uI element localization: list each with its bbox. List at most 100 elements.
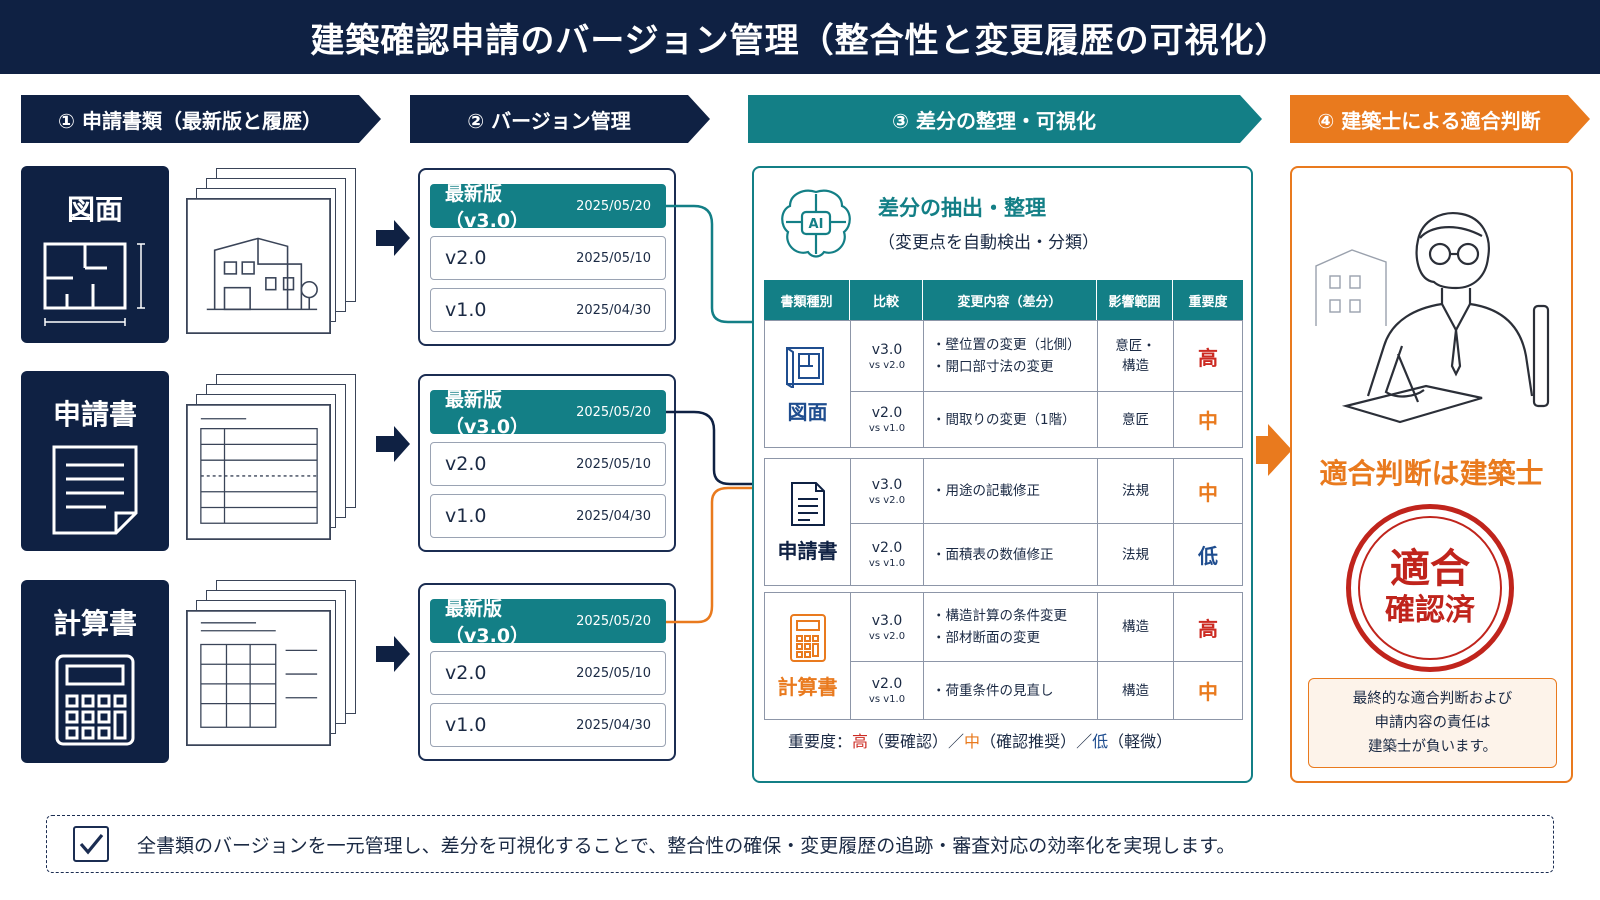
- form-document-icon: [52, 445, 138, 535]
- compare-base: vs v1.0: [868, 423, 906, 434]
- scope-item: 構造: [1122, 358, 1149, 374]
- step-banner-version-control: ② バージョン管理: [410, 95, 710, 143]
- doc-tile-label: 計算書: [52, 607, 137, 640]
- scope-item: 法規: [1122, 483, 1149, 499]
- doc-tile-label: 申請書: [52, 398, 137, 431]
- calculator-icon: [55, 654, 135, 746]
- version-row-latest[interactable]: 最新版（v3.0） 2025/05/20: [430, 598, 666, 647]
- version-label: v1.0: [445, 299, 487, 321]
- judgement-title: 適合判断は建築士: [1319, 457, 1544, 490]
- version-date: 2025/05/10: [576, 665, 651, 681]
- legend-mid-note: （確認推奨）／: [980, 732, 1093, 751]
- legend-mid: 中: [964, 732, 981, 751]
- version-row[interactable]: v1.0 2025/04/30: [430, 288, 666, 332]
- step-banner-documents: ① 申請書類（最新版と履歴）: [21, 95, 381, 143]
- change-item: ・開口部寸法の変更: [932, 359, 1054, 375]
- compare-base: vs v1.0: [868, 558, 906, 569]
- page-title: 建築確認申請のバージョン管理（整合性と変更履歴の可視化）: [0, 0, 1600, 74]
- version-panel-application: 最新版（v3.0） 2025/05/20 v2.0 2025/05/10 v1.…: [418, 374, 676, 552]
- version-date: 2025/05/20: [576, 613, 651, 629]
- svg-text:AI: AI: [809, 217, 824, 232]
- importance-badge: 中: [1198, 480, 1218, 505]
- calculator-icon: [789, 613, 826, 662]
- note-line: 建築士が負います。: [1367, 739, 1498, 755]
- header-changes: 変更内容（差分）: [923, 280, 1097, 320]
- compare-version: v2.0: [871, 540, 903, 556]
- diff-group-label: 申請書: [777, 538, 838, 563]
- step-banner-diff: ③ 差分の整理・可視化: [748, 95, 1262, 143]
- scope-item: 構造: [1122, 619, 1149, 635]
- scope-item: 意匠・: [1115, 338, 1156, 354]
- doc-tile-application: 申請書: [21, 371, 169, 551]
- paper-stack-calculation: [186, 580, 358, 748]
- version-row-latest[interactable]: 最新版（v3.0） 2025/05/20: [430, 183, 666, 232]
- version-row[interactable]: v2.0 2025/05/10: [430, 236, 666, 280]
- legend-high-note: （要確認）／: [868, 732, 965, 751]
- checkbox-icon: [73, 826, 109, 862]
- version-label: 最新版（v3.0）: [445, 389, 530, 438]
- scope-item: 法規: [1122, 546, 1149, 563]
- version-date: 2025/04/30: [576, 302, 651, 318]
- version-date: 2025/05/10: [576, 250, 651, 266]
- calc-sheet-sketch-icon: [186, 610, 331, 746]
- version-label: v1.0: [445, 714, 487, 736]
- diff-group-type: 計算書: [765, 593, 851, 719]
- floor-plan-icon: [43, 242, 145, 326]
- legend-high: 高: [852, 732, 869, 751]
- diff-group-type: 図面: [765, 321, 851, 447]
- doc-tile-label: 図面: [66, 193, 123, 226]
- importance-legend: 重要度：高（要確認）／中（確認推奨）／低（軽微）: [788, 728, 1172, 752]
- responsibility-note: 最終的な適合判断および 申請内容の責任は 建築士が負います。: [1308, 678, 1557, 768]
- judgement-panel: 適合判断は建築士 適合 確認済 最終的な適合判断および 申請内容の責任は 建築士…: [1290, 166, 1573, 783]
- approved-stamp: 適合 確認済: [1346, 504, 1514, 672]
- version-row[interactable]: v1.0 2025/04/30: [430, 703, 666, 747]
- version-panel-calculation: 最新版（v3.0） 2025/05/20 v2.0 2025/05/10 v1.…: [418, 583, 676, 761]
- header-importance: 重要度: [1188, 294, 1228, 310]
- diff-title: 差分の抽出・整理: [878, 196, 1046, 220]
- diff-group-label: 計算書: [777, 674, 838, 699]
- arrow-right-icon: [376, 220, 410, 256]
- change-item: ・構造計算の条件変更: [932, 608, 1067, 624]
- paper-stack-drawing: [186, 168, 358, 336]
- change-item: ・荷重条件の見直し: [932, 682, 1054, 699]
- compare-version: v3.0: [871, 341, 903, 358]
- summary-box: 全書類のバージョンを一元管理し、差分を可視化することで、整合性の確保・変更履歴の…: [46, 815, 1554, 873]
- importance-badge: 高: [1198, 345, 1218, 370]
- note-line: 申請内容の責任は: [1374, 715, 1491, 731]
- version-row[interactable]: v2.0 2025/05/10: [430, 442, 666, 486]
- change-item: ・壁位置の変更（北側）: [932, 337, 1081, 353]
- compare-base: vs v2.0: [868, 494, 906, 506]
- architect-illustration: [1315, 212, 1550, 424]
- importance-badge: 中: [1198, 409, 1218, 433]
- version-label: v2.0: [445, 247, 487, 269]
- arrow-right-icon: [376, 426, 410, 462]
- header-compare: 比較: [850, 280, 923, 320]
- version-row[interactable]: v2.0 2025/05/10: [430, 651, 666, 695]
- scope-item: 構造: [1122, 682, 1149, 699]
- version-date: 2025/04/30: [576, 508, 651, 524]
- compare-version: v2.0: [871, 405, 903, 421]
- diff-subtitle: （変更点を自動検出・分類）: [878, 233, 1099, 253]
- version-label: v1.0: [445, 505, 487, 527]
- version-row[interactable]: v1.0 2025/04/30: [430, 494, 666, 538]
- version-label: 最新版（v3.0）: [445, 183, 530, 232]
- form-sketch-icon: [186, 404, 331, 540]
- compare-base: vs v2.0: [868, 630, 906, 642]
- compare-version: v3.0: [871, 612, 903, 629]
- diff-group-type: 申請書: [765, 459, 851, 585]
- version-row-latest[interactable]: 最新版（v3.0） 2025/05/20: [430, 389, 666, 438]
- diff-table-header: 書類種別 比較 変更内容（差分） 影響範囲 重要度: [764, 280, 1243, 320]
- version-panel-drawing: 最新版（v3.0） 2025/05/20 v2.0 2025/05/10 v1.…: [418, 168, 676, 346]
- version-date: 2025/05/10: [576, 456, 651, 472]
- checkmark-icon: [79, 833, 104, 855]
- version-date: 2025/05/20: [576, 404, 651, 420]
